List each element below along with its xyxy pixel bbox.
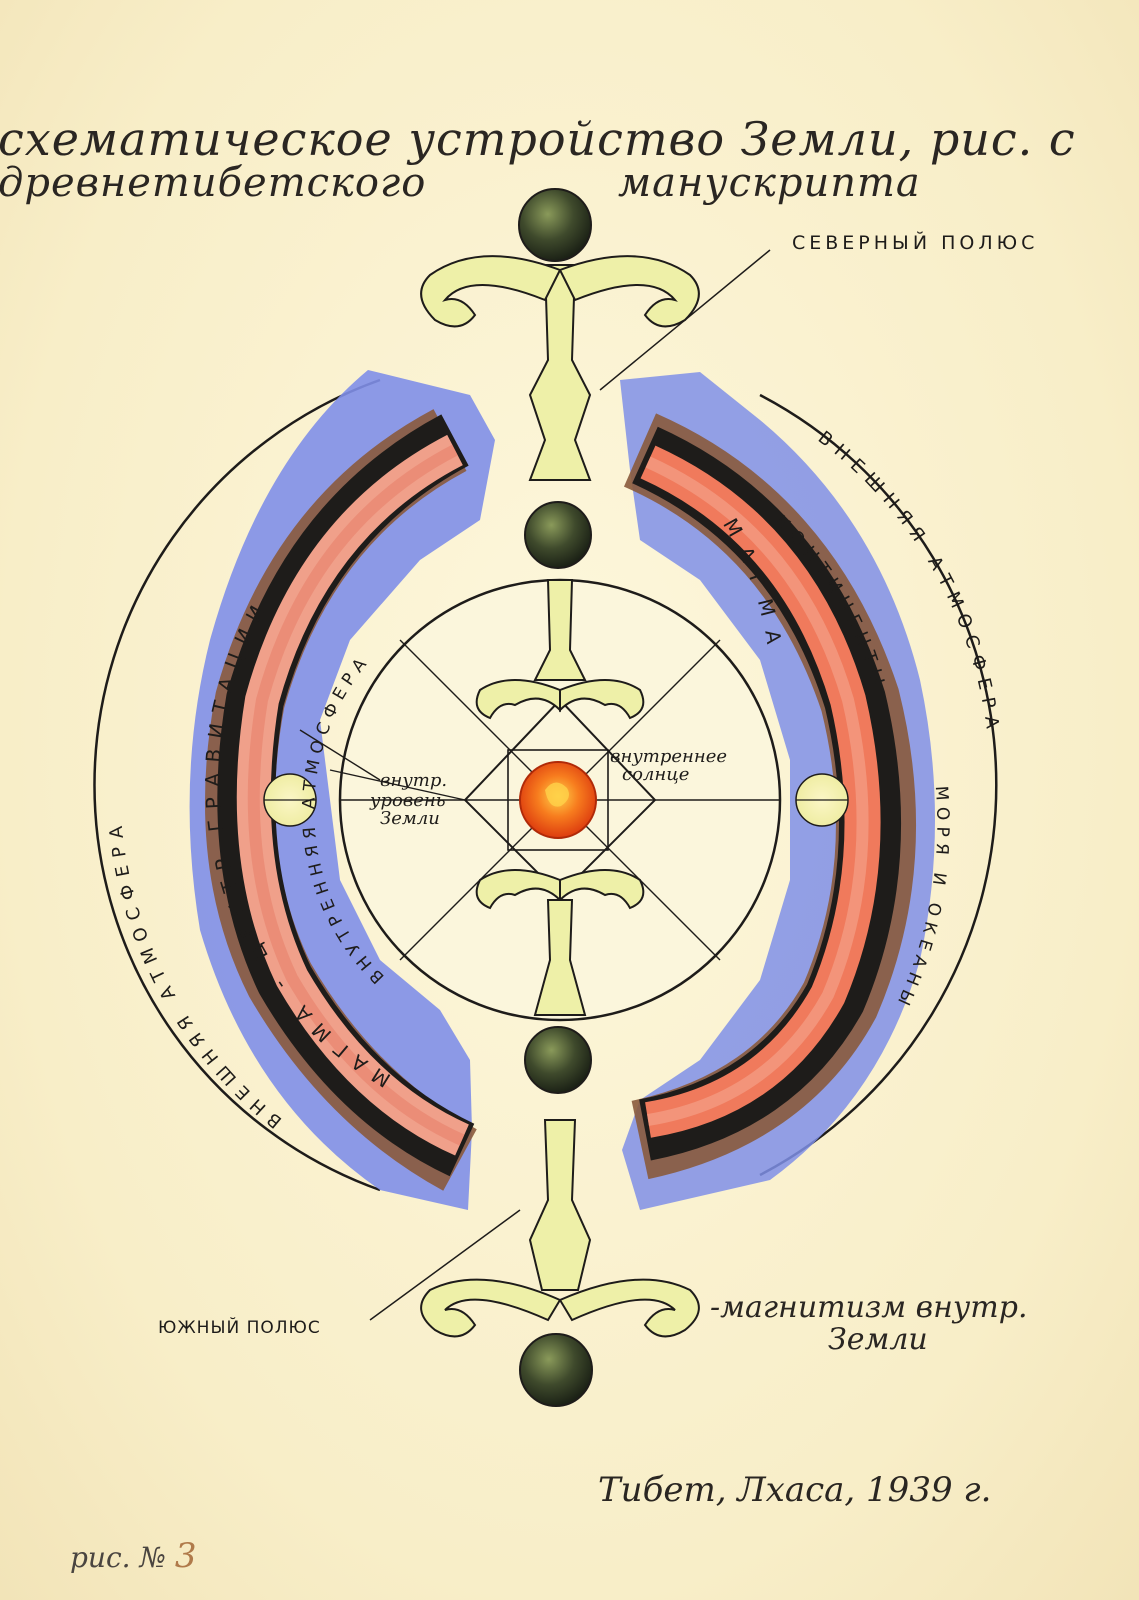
inner-level-label-3: Земли xyxy=(380,808,440,829)
central-ornament xyxy=(420,255,700,1338)
figure-number: рис. № 3 xyxy=(70,1536,196,1576)
south-orb xyxy=(519,1333,593,1407)
place-date: Тибет, Лхаса, 1939 г. xyxy=(598,1470,992,1510)
inner-sun-label-2: солнце xyxy=(622,764,689,785)
figure-prefix: рис. № xyxy=(70,1541,166,1574)
left-earth-band xyxy=(189,370,496,1210)
title-line-2-left: древнетибетского xyxy=(0,160,427,206)
south-pole-leader xyxy=(369,1209,521,1321)
upper-middle-orb xyxy=(524,501,592,569)
right-outer-atmosphere-arc xyxy=(759,393,998,1177)
north-pole-label: СЕВЕРНЫЙ ПОЛЮС xyxy=(792,232,1039,254)
magnetism-label-line-1: -магнитизм внутр. xyxy=(710,1290,1028,1325)
right-earth-band xyxy=(620,372,935,1210)
title-line-1: схематическое устройство Земли, рис. с xyxy=(0,112,1076,166)
left-outer-atmosphere-arc xyxy=(93,378,381,1192)
figure-number-value: 3 xyxy=(174,1536,197,1576)
magnetism-label-line-2: Земли xyxy=(828,1322,928,1357)
title-line-2-right: манускрипта xyxy=(618,160,921,206)
inner-level-label-1: внутр. xyxy=(380,770,447,791)
south-pole-label: ЮЖНЫЙ ПОЛЮС xyxy=(158,1318,321,1338)
inner-sun-label-1: внутреннее xyxy=(610,746,727,767)
lower-middle-orb xyxy=(524,1026,592,1094)
north-orb xyxy=(518,188,592,262)
inner-level-label-2: уровень xyxy=(369,790,446,811)
